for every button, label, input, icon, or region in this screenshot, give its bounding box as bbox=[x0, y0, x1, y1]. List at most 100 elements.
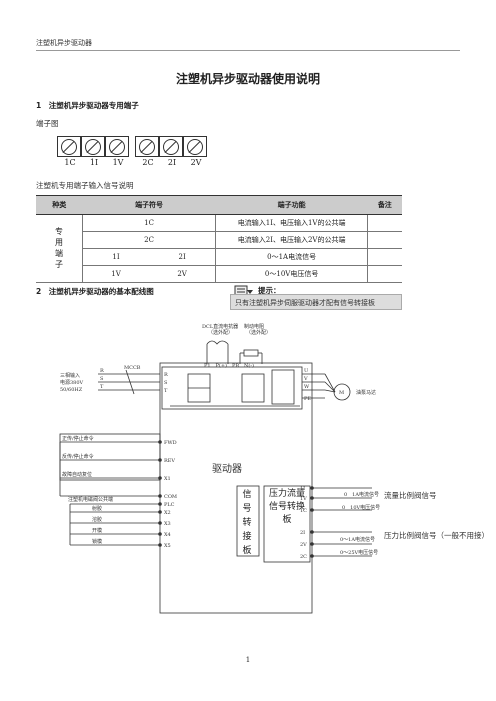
terminal-label: 1I bbox=[89, 158, 99, 167]
header-divider bbox=[36, 50, 460, 51]
valve-label: 溶胶 bbox=[92, 516, 102, 523]
remark-cell bbox=[367, 214, 402, 232]
function-cell: 0～1A电流信号 bbox=[215, 248, 368, 266]
term-fwd: FWD bbox=[164, 440, 177, 446]
kind-cell: 专用端子 bbox=[36, 214, 83, 283]
function-cell: 电流输入1I、电压输入1V的公共端 bbox=[215, 214, 368, 232]
input-label: 故障自动复位 bbox=[62, 471, 92, 478]
pressure-valve-label: 压力比例阀信号（一般不用接） bbox=[384, 530, 489, 540]
power-label-2: 电源380V bbox=[60, 379, 84, 386]
remark-cell bbox=[367, 248, 402, 266]
input-s: S bbox=[100, 376, 104, 382]
out-v: V bbox=[303, 376, 308, 382]
power-label-1: 三相输入 bbox=[60, 372, 80, 379]
term-x4: X4 bbox=[164, 532, 171, 538]
pf-board-label: 压力流量信号转换板 bbox=[269, 489, 306, 525]
wiring-diagram: DCL直流电抗器 （选外配） 制动电阻 （选外配） P1 P(+) PB N(-… bbox=[59, 323, 489, 614]
running-header: 注塑机异步驱动器 bbox=[36, 39, 92, 47]
term-x3: X3 bbox=[164, 521, 171, 527]
term-x5: X5 bbox=[164, 543, 171, 549]
col-header-function: 端子功能 bbox=[215, 195, 368, 215]
motor-label: 油泵马达 bbox=[356, 389, 376, 396]
symbol-cell: 2C bbox=[81, 231, 216, 249]
terminal-screw-3 bbox=[105, 136, 129, 157]
driver-label: 驱动器 bbox=[212, 463, 242, 475]
brake-label: 制动电阻 bbox=[244, 323, 264, 330]
term-2v: 2V bbox=[300, 542, 307, 548]
symbol-cell: 2V bbox=[149, 265, 216, 283]
table-row: 1V 2V 0～10V电压信号 bbox=[36, 265, 402, 283]
terminal-screw-5 bbox=[159, 136, 183, 157]
signal-2i: 0～1A电流信号 bbox=[340, 536, 375, 543]
section-1-heading: 1 注塑机异步驱动器专用端子 bbox=[36, 101, 139, 110]
input-t: T bbox=[100, 384, 104, 390]
valve-label: 锁模 bbox=[92, 538, 102, 545]
hint-label: 提示： bbox=[258, 286, 281, 295]
table-caption: 注塑机专用端子输入信号说明 bbox=[36, 181, 134, 190]
symbol-cell: 1C bbox=[81, 214, 216, 232]
terminal-screw-6 bbox=[183, 136, 207, 157]
page-number: 1 bbox=[245, 656, 251, 664]
out-u: U bbox=[304, 368, 308, 374]
term-1i: 1I bbox=[300, 486, 305, 492]
terminal-label: 1C bbox=[64, 158, 76, 167]
term-rev: REV bbox=[164, 458, 175, 464]
input-label: 正传/停止命令 bbox=[62, 435, 94, 442]
term-com: COM bbox=[164, 494, 177, 500]
term-plc: PLC bbox=[164, 502, 175, 508]
symbol-cell: 2I bbox=[149, 248, 216, 266]
symbol-cell: 1V bbox=[82, 265, 150, 283]
brake-label-2: （选外配） bbox=[246, 329, 271, 336]
terminal-screw-1 bbox=[57, 136, 81, 157]
bus-terminals: P1 P(+) PB N(-) bbox=[204, 362, 254, 369]
valve-label: 开模 bbox=[92, 527, 102, 534]
signal-table: 种类 端子符号 端子功能 备注 专用端子 1C 电流输入1I、电压输入1V的公共… bbox=[36, 195, 402, 283]
valve-label: 射胶 bbox=[92, 505, 102, 512]
mccb-label: MCCB bbox=[124, 365, 141, 371]
terminal-label: 2C bbox=[142, 158, 154, 167]
term-x1: X1 bbox=[164, 476, 171, 482]
table-row: 2C 电流输入2I、电压输入2V的公共端 bbox=[36, 231, 402, 249]
valve-title: 注塑机电磁阀公共端 bbox=[68, 496, 113, 503]
remark-cell bbox=[367, 265, 402, 283]
table-row: 专用端子 1C 电流输入1I、电压输入1V的公共端 bbox=[36, 214, 402, 283]
remark-cell bbox=[367, 231, 402, 249]
table-row: 1I 2I 0～1A电流信号 bbox=[36, 248, 402, 266]
page-title: 注塑机异步驱动器使用说明 bbox=[175, 72, 320, 86]
power-label-3: 50/60HZ bbox=[60, 387, 83, 393]
hint-box: 只有注塑机异步伺服驱动器才配有信号转接板 bbox=[230, 294, 402, 310]
dcl-label-2: （选外配） bbox=[208, 329, 233, 336]
signal-board-label: 信号转接板 bbox=[242, 490, 252, 556]
out-pe: PE bbox=[304, 396, 311, 402]
terminal-label: 2V bbox=[190, 158, 202, 167]
term-1c: 1C bbox=[300, 508, 307, 514]
section-2-heading: 2 注塑机异步驱动器的基本配线图 bbox=[36, 287, 154, 296]
driver-t: T bbox=[164, 388, 168, 394]
flow-valve-label: 流量比例阀信号 bbox=[384, 490, 437, 500]
terminal-label: 2I bbox=[167, 158, 177, 167]
signal-2v: 0～25V电压信号 bbox=[340, 549, 378, 556]
out-w: W bbox=[304, 384, 310, 390]
col-header-symbol: 端子符号 bbox=[82, 195, 216, 215]
dcl-label: DCL直流电抗器 bbox=[202, 323, 238, 330]
terminal-screw-2 bbox=[81, 136, 105, 157]
term-2i: 2I bbox=[300, 530, 305, 536]
term-x2: X2 bbox=[164, 510, 171, 516]
terminal-caption: 端子图 bbox=[36, 119, 59, 128]
input-label: 反传/停止命令 bbox=[62, 453, 94, 460]
term-2c: 2C bbox=[300, 554, 307, 560]
col-header-kind: 种类 bbox=[36, 195, 83, 215]
input-r: R bbox=[100, 368, 104, 374]
driver-r: R bbox=[164, 372, 168, 378]
function-cell: 电流输入2I、电压输入2V的公共端 bbox=[215, 231, 368, 249]
signal-1v: 0 10V电压信号 bbox=[342, 504, 380, 511]
terminal-screw-4 bbox=[135, 136, 159, 157]
signal-1i: 0 1A电流信号 bbox=[344, 491, 379, 498]
function-cell: 0～10V电压信号 bbox=[215, 265, 368, 283]
col-header-remark: 备注 bbox=[367, 195, 402, 215]
term-1v: 1V bbox=[300, 496, 307, 502]
driver-s: S bbox=[164, 380, 168, 386]
symbol-cell: 1I bbox=[82, 248, 150, 266]
terminal-label: 1V bbox=[112, 158, 124, 167]
motor-symbol: M bbox=[339, 390, 344, 396]
